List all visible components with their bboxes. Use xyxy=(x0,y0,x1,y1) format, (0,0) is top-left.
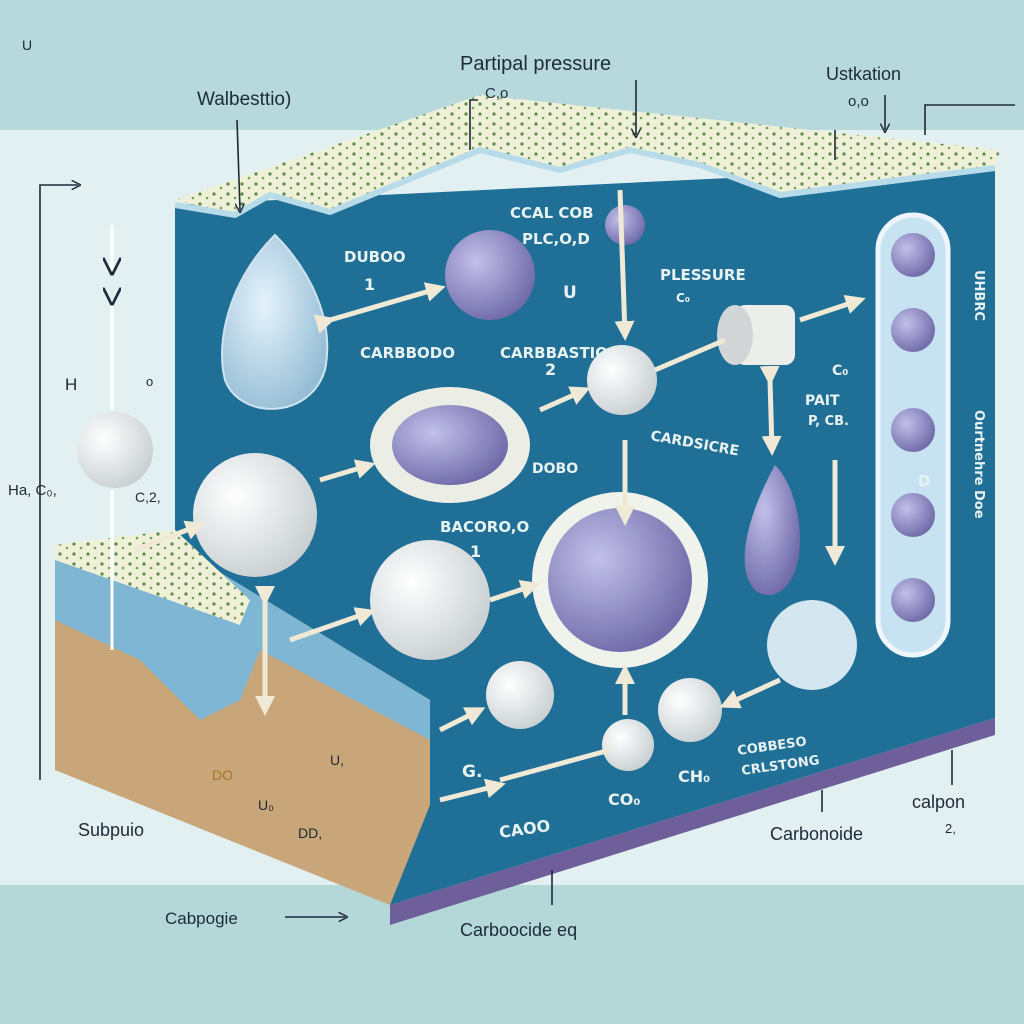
label-pait: PAIT xyxy=(805,393,840,409)
label-soil-u0: U₀ xyxy=(258,797,274,813)
label-ch0: CH₀ xyxy=(678,767,710,786)
label-calpon-sub: 2, xyxy=(945,821,956,836)
label-plessure: PLESSURE xyxy=(660,266,746,284)
label-carbbastio-num: 2 xyxy=(545,360,556,379)
purple-molecule xyxy=(445,230,535,320)
label-soil-dd: DD, xyxy=(298,825,322,841)
sphere-bottom-right xyxy=(658,678,722,742)
label-bacoro-num: 1 xyxy=(470,542,481,561)
label-duboo: DUBOO xyxy=(344,248,406,266)
label-g: G. xyxy=(462,762,482,782)
bottom-band xyxy=(0,885,1024,1024)
label-walbesttio: Walbesttio) xyxy=(197,89,291,110)
sphere-bottom-small xyxy=(602,719,654,771)
blue-sphere xyxy=(767,600,857,690)
label-ustkation-sub: o,o xyxy=(848,93,869,110)
leader-lines xyxy=(39,80,1015,917)
label-ha-c: Ha, C₀, xyxy=(8,482,57,499)
label-calpon: calpon xyxy=(912,792,965,812)
label-plessure-sub: C₀ xyxy=(676,291,690,305)
water-surface-edge xyxy=(174,146,996,219)
label-h: H xyxy=(65,375,77,394)
soil-water-layer xyxy=(55,545,430,740)
tube-particle xyxy=(891,493,935,537)
label-dobo: DOBO xyxy=(532,461,578,477)
sphere-left-small xyxy=(77,412,153,488)
label-plco: PLC,O,D xyxy=(522,230,590,248)
tube-particle xyxy=(891,578,935,622)
large-sphere-left xyxy=(193,453,317,577)
label-d: D xyxy=(918,472,930,490)
label-ustkation: Ustkation xyxy=(826,64,901,84)
label-duboo-num: 1 xyxy=(364,275,375,294)
corner-mark: U xyxy=(22,37,32,53)
grey-sphere xyxy=(587,345,657,415)
label-carbonoide: Carbonoide xyxy=(770,824,863,844)
label-c2: C,2, xyxy=(135,489,161,505)
label-subpuio: Subpuio xyxy=(78,820,144,840)
cylinder-end xyxy=(717,305,753,365)
central-cell-core xyxy=(548,508,692,652)
flow-arrows xyxy=(112,189,866,803)
label-soil-u: U, xyxy=(330,752,344,768)
label-o: o xyxy=(146,374,153,389)
soil-grass-top xyxy=(55,530,250,625)
label-carbbastio: CARBBASTIO xyxy=(500,344,608,362)
label-partial-pressure: Partipal pressure xyxy=(460,53,611,75)
label-u-mid: U xyxy=(563,283,577,303)
small-purple-molecule xyxy=(605,205,645,245)
cell-nucleus xyxy=(392,405,508,485)
label-ccal-cob: CCAL COB xyxy=(510,204,594,222)
label-cabpogie: Cabpogie xyxy=(165,909,238,928)
label-partial-pressure-sub: C,o xyxy=(485,85,508,102)
label-soil-do: DO xyxy=(212,767,233,783)
tube-particle xyxy=(891,233,935,277)
tube-particle xyxy=(891,408,935,452)
label-pait-sub: P, CB. xyxy=(808,414,849,429)
grass-top-face xyxy=(175,95,1000,215)
purple-base-edge xyxy=(390,718,995,925)
purple-droplet xyxy=(744,465,800,595)
label-vertical-2: Ourtnehre Doe xyxy=(971,410,986,519)
label-co0: CO₀ xyxy=(608,790,640,809)
label-vertical-1: UHBRC xyxy=(971,270,986,321)
label-carbbodo: CARBBODO xyxy=(360,344,455,362)
label-co-right: C₀ xyxy=(832,363,848,379)
label-bacoro: BACORO,O xyxy=(440,518,529,536)
sphere-bottom xyxy=(486,661,554,729)
label-carboocide: Carboocide eq xyxy=(460,920,577,940)
large-sphere-center xyxy=(370,540,490,660)
tube-particle xyxy=(891,308,935,352)
